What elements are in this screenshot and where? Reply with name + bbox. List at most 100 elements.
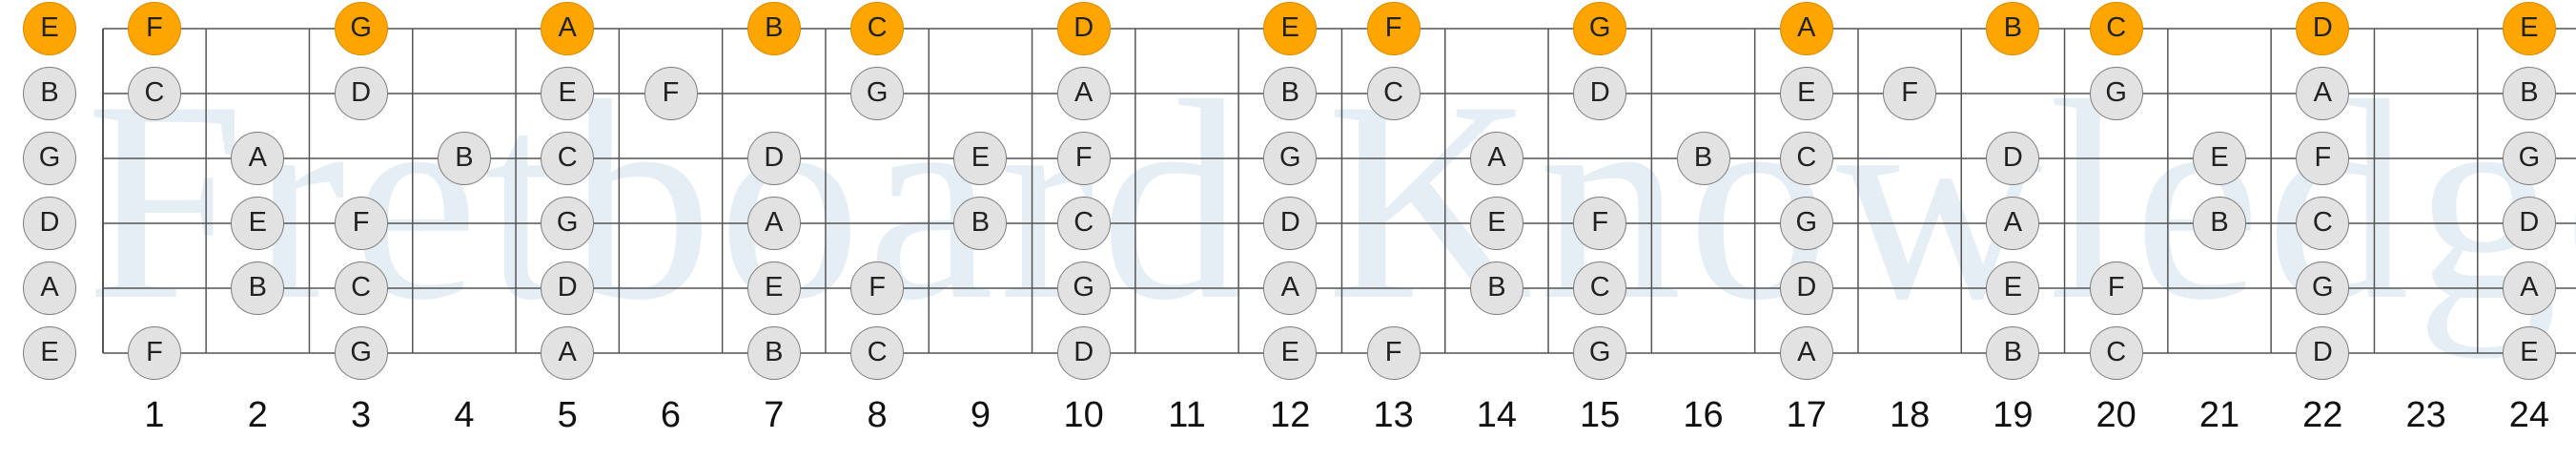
note-marker: A	[231, 132, 285, 185]
note-marker: D	[1779, 261, 1833, 315]
note-marker: D	[1056, 326, 1111, 380]
note-marker: D	[1263, 197, 1318, 250]
note-marker: A	[746, 197, 801, 250]
note-marker: E	[2502, 326, 2556, 380]
note-marker: F	[1366, 2, 1421, 55]
note-marker: D	[23, 197, 76, 250]
fret-number: 3	[351, 395, 372, 435]
note-marker: E	[1263, 2, 1318, 55]
note-marker: A	[1986, 197, 2040, 250]
note-marker: A	[541, 2, 595, 55]
note-marker: A	[2502, 261, 2556, 315]
note-marker: A	[2296, 67, 2350, 120]
note-marker: A	[1779, 2, 1833, 55]
note-marker: F	[1366, 326, 1421, 380]
note-marker: G	[541, 197, 595, 250]
note-marker: G	[1573, 2, 1627, 55]
note-marker: D	[541, 261, 595, 315]
note-marker: B	[2502, 67, 2556, 120]
note-marker: F	[1573, 197, 1627, 250]
fret-number: 18	[1889, 395, 1931, 435]
fret-number: 4	[454, 395, 475, 435]
note-marker: G	[2502, 132, 2556, 185]
fret-number: 7	[764, 395, 785, 435]
note-marker: F	[2089, 261, 2143, 315]
fret-number: 24	[2508, 395, 2550, 435]
note-marker: C	[1056, 197, 1111, 250]
note-marker: C	[850, 326, 905, 380]
note-marker: G	[2296, 261, 2350, 315]
note-marker: A	[1056, 67, 1111, 120]
note-marker: F	[1883, 67, 1937, 120]
watermark-text: Fretboard Knowledge	[86, 42, 2576, 359]
note-marker: B	[231, 261, 285, 315]
note-marker: F	[1056, 132, 1111, 185]
note-marker: B	[1986, 326, 2040, 380]
note-marker: B	[2193, 197, 2246, 250]
note-marker: C	[1573, 261, 1627, 315]
note-marker: A	[541, 326, 595, 380]
note-marker: F	[128, 2, 181, 55]
note-marker: B	[1676, 132, 1730, 185]
note-marker: C	[128, 67, 181, 120]
note-marker: D	[1986, 132, 2040, 185]
note-marker: A	[1263, 261, 1318, 315]
fret-number: 12	[1270, 395, 1311, 435]
note-marker: G	[334, 326, 388, 380]
note-marker: D	[746, 132, 801, 185]
note-marker: B	[1986, 2, 2040, 55]
note-marker: B	[1263, 67, 1318, 120]
note-marker: A	[23, 261, 76, 315]
note-marker: G	[23, 132, 76, 185]
fret-number: 17	[1786, 395, 1827, 435]
note-marker: E	[23, 326, 76, 380]
note-marker: C	[850, 2, 905, 55]
note-marker: D	[1573, 67, 1627, 120]
note-marker: F	[644, 67, 698, 120]
note-marker: G	[850, 67, 905, 120]
note-marker: B	[437, 132, 491, 185]
note-marker: B	[1469, 261, 1523, 315]
fret-number: 9	[970, 395, 991, 435]
note-marker: C	[2089, 326, 2143, 380]
note-marker: F	[128, 326, 181, 380]
note-marker: G	[1263, 132, 1318, 185]
note-marker: E	[23, 2, 76, 55]
fret-number: 20	[2096, 395, 2136, 435]
note-marker: G	[1056, 261, 1111, 315]
note-marker: D	[1056, 2, 1111, 55]
fret-number: 6	[660, 395, 682, 435]
note-marker: E	[541, 67, 595, 120]
note-marker: C	[541, 132, 595, 185]
note-marker: E	[953, 132, 1008, 185]
note-marker: D	[2296, 2, 2350, 55]
note-marker: C	[2089, 2, 2143, 55]
note-marker: C	[2296, 197, 2350, 250]
note-marker: G	[1573, 326, 1627, 380]
fret-number: 14	[1476, 395, 1518, 435]
note-marker: D	[2502, 197, 2556, 250]
note-marker: E	[2502, 2, 2556, 55]
note-marker: B	[23, 67, 76, 120]
fret-number: 8	[867, 395, 888, 435]
fret-number: 19	[1993, 395, 2034, 435]
note-marker: B	[953, 197, 1008, 250]
note-marker: C	[334, 261, 388, 315]
fret-number: 16	[1683, 395, 1724, 435]
note-marker: D	[2296, 326, 2350, 380]
fret-number: 5	[557, 395, 578, 435]
note-marker: E	[2193, 132, 2246, 185]
fret-number: 23	[2405, 395, 2446, 435]
note-marker: F	[2296, 132, 2350, 185]
note-marker: E	[1263, 326, 1318, 380]
note-marker: E	[1779, 67, 1833, 120]
note-marker: D	[334, 67, 388, 120]
fret-number: 10	[1063, 395, 1104, 435]
note-marker: C	[1779, 132, 1833, 185]
fret-number: 21	[2198, 395, 2240, 435]
fret-number: 15	[1580, 395, 1621, 435]
note-marker: E	[231, 197, 285, 250]
note-marker: F	[850, 261, 905, 315]
fret-number: 22	[2302, 395, 2343, 435]
